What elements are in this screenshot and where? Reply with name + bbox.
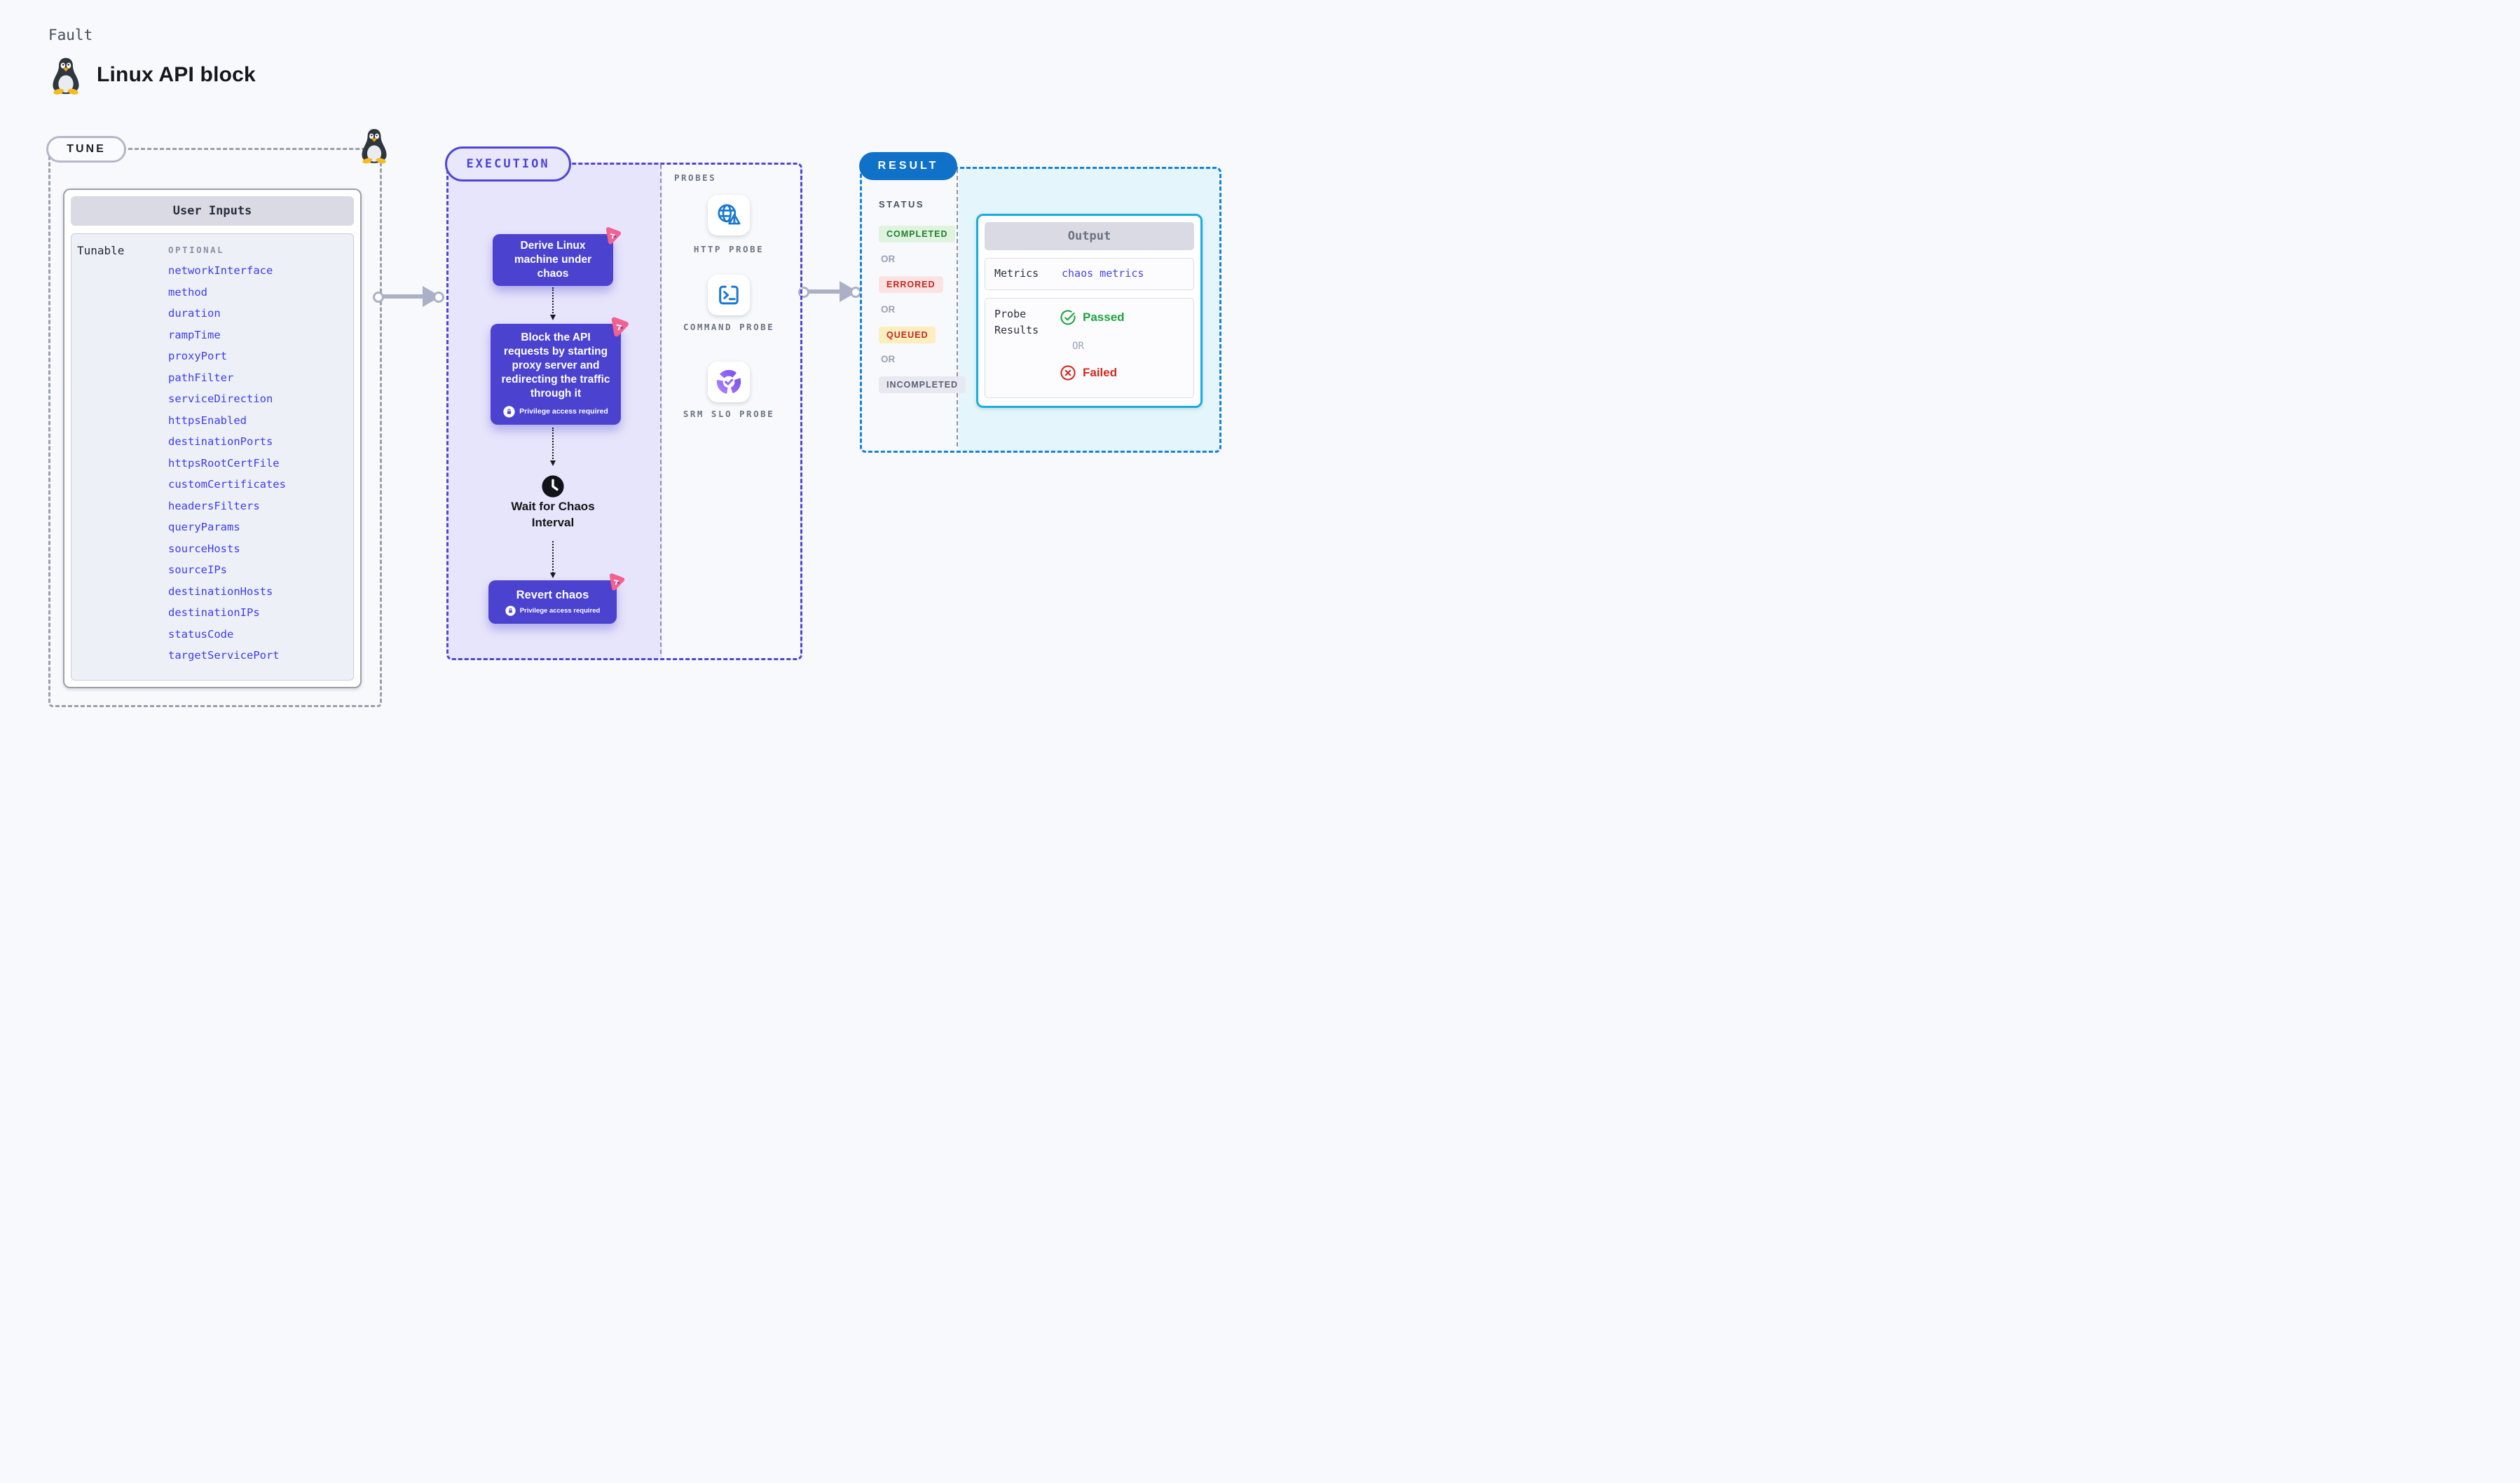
- command-probe-label: COMMAND PROBE: [683, 322, 775, 332]
- fault-diagram: Fault Linux API block TUNE User Inputs T…: [0, 0, 1260, 742]
- user-inputs-title: User Inputs: [71, 196, 354, 226]
- clock-icon: [542, 475, 564, 498]
- param-item: headersFilters: [168, 499, 260, 512]
- param-item: serviceDirection: [168, 392, 273, 405]
- flow-connector: [550, 428, 556, 466]
- node-block-api: Block the API requests by starting proxy…: [491, 317, 629, 425]
- param-item: httpsRootCertFile: [168, 456, 280, 470]
- probe-or: OR: [1072, 341, 1084, 352]
- output-title: Output: [985, 222, 1194, 250]
- param-item: networkInterface: [168, 264, 273, 277]
- privilege-badge: Privilege access required: [503, 405, 608, 418]
- param-list: networkInterface method duration rampTime pr…: [168, 265, 286, 661]
- execution-probes-divider: [660, 165, 662, 654]
- status-or: OR: [881, 304, 896, 315]
- param-item: statusCode: [168, 627, 234, 641]
- status-badge-completed: COMPLETED: [879, 226, 956, 242]
- passed-label: Passed: [1083, 310, 1125, 324]
- param-item: duration: [168, 307, 221, 320]
- arrow-end-dot: [433, 292, 444, 303]
- param-item: method: [168, 285, 207, 299]
- probes-label: PROBES: [674, 172, 717, 183]
- param-item: rampTime: [168, 328, 221, 341]
- http-probe-label: HTTP PROBE: [693, 244, 765, 254]
- slo-gauge-icon: [716, 369, 741, 395]
- privilege-text: Privilege access required: [519, 407, 608, 416]
- param-item: sourceHosts: [168, 542, 240, 555]
- failed-label: Failed: [1083, 366, 1118, 379]
- execution-badge: EXECUTION: [445, 146, 571, 182]
- http-probe-card: [708, 195, 750, 235]
- status-badge-errored: ERRORED: [879, 276, 943, 293]
- tux-icon: [53, 57, 79, 95]
- lock-icon: [505, 605, 516, 616]
- optional-column-label: OPTIONAL: [168, 245, 225, 255]
- param-item: queryParams: [168, 521, 240, 533]
- node-derive-machine: Derive Linux machine under chaos: [493, 227, 622, 286]
- status-or: OR: [881, 254, 896, 264]
- status-label: STATUS: [879, 199, 925, 210]
- node-label: Block the API requests by starting proxy…: [501, 332, 610, 399]
- param-item: proxyPort: [168, 350, 227, 362]
- node-revert-chaos: Revert chaos Privilege access required: [488, 573, 625, 624]
- globe-alert-icon: [718, 204, 741, 225]
- srm-slo-probe-label: SRM SLO PROBE: [683, 409, 775, 419]
- param-item: destinationIPs: [168, 606, 260, 619]
- status-or: OR: [881, 354, 896, 364]
- chaos-icon: [611, 317, 629, 337]
- srm-slo-probe-card: [708, 362, 750, 402]
- metrics-row: [985, 258, 1194, 290]
- chaos-icon: [605, 227, 622, 245]
- lock-icon: [503, 405, 515, 418]
- page-title: Linux API block: [97, 63, 256, 86]
- param-item: pathFilter: [168, 371, 234, 384]
- param-item: destinationPorts: [168, 435, 273, 448]
- x-circle-icon: [1060, 365, 1076, 381]
- tunable-label: Tunable: [77, 244, 125, 257]
- privilege-text: Privilege access required: [519, 606, 601, 615]
- arrow-line: [379, 294, 424, 299]
- status-badge-queued: QUEUED: [879, 327, 936, 343]
- check-circle-icon: [1060, 310, 1076, 325]
- metrics-value: chaos metrics: [1062, 267, 1144, 280]
- tune-badge: TUNE: [46, 136, 126, 163]
- node-label: Revert chaos: [516, 589, 589, 602]
- tux-corner-icon: [362, 128, 387, 164]
- privilege-badge: Privilege access required: [505, 605, 601, 616]
- param-item: httpsEnabled: [168, 414, 247, 427]
- chaos-icon: [609, 573, 625, 591]
- probe-results-label: Probe Results: [994, 308, 1039, 336]
- wait-interval-label: Wait for Chaos Interval: [511, 500, 595, 529]
- param-item: sourceIPs: [168, 563, 227, 576]
- param-item: destinationHosts: [168, 585, 273, 598]
- failed-result: Failed: [1060, 364, 1117, 381]
- tune-section-box: [48, 148, 382, 707]
- probe-results-row: [985, 298, 1194, 398]
- command-probe-card: [708, 275, 750, 315]
- status-badge-incompleted: INCOMPLETED: [879, 376, 966, 393]
- metrics-label: Metrics: [994, 267, 1039, 280]
- flow-connector: [550, 541, 556, 578]
- user-inputs-panel: [71, 233, 354, 681]
- flow-connector: [550, 287, 556, 320]
- node-label: Derive Linux machine under chaos: [514, 240, 592, 280]
- fault-label: Fault: [48, 27, 93, 43]
- result-output-divider: [957, 169, 958, 446]
- terminal-icon: [719, 285, 739, 305]
- arrow-start-dot: [373, 292, 384, 303]
- result-badge: RESULT: [859, 152, 957, 180]
- param-item: customCertificates: [168, 478, 286, 491]
- arrow-line: [804, 289, 841, 294]
- passed-result: Passed: [1060, 309, 1125, 326]
- param-item: targetServicePort: [168, 649, 280, 662]
